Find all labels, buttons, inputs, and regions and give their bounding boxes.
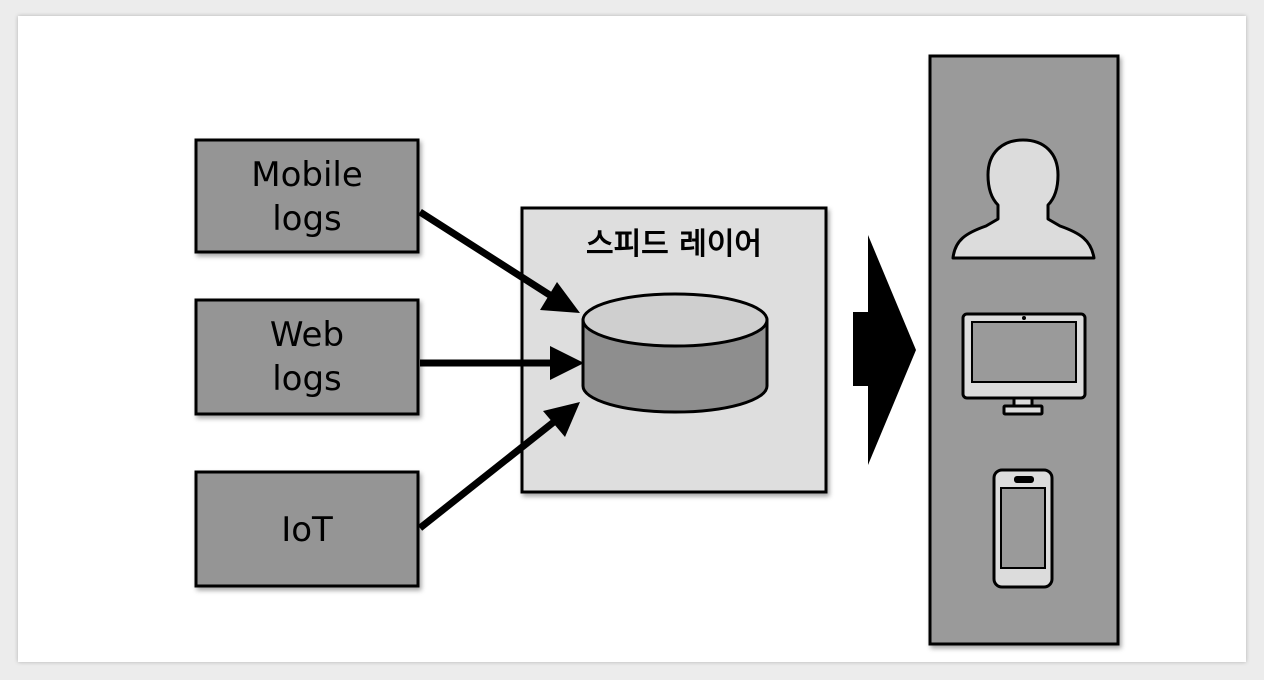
- source-web-logs-line-1: Web: [270, 315, 344, 355]
- source-mobile-logs: Mobile logs: [194, 138, 420, 254]
- arrow-mobile-to-database: [418, 209, 580, 313]
- source-mobile-logs-line-2: logs: [272, 199, 342, 239]
- speed-layer-title: 스피드 레이어: [586, 227, 762, 262]
- source-web-logs-line-2: logs: [272, 359, 342, 399]
- arrow-web-to-database: [420, 346, 584, 380]
- arrow-iot-to-database: [417, 402, 580, 531]
- source-mobile-logs-line-1: Mobile: [251, 155, 363, 195]
- person-icon: [951, 138, 1096, 260]
- monitor-icon: [961, 312, 1087, 416]
- database-icon: [581, 292, 769, 414]
- output-arrow: [853, 235, 916, 465]
- source-iot: IoT: [194, 470, 420, 588]
- source-web-logs: Web logs: [194, 298, 420, 416]
- smartphone-icon: [992, 468, 1054, 589]
- source-iot-label: IoT: [281, 510, 333, 550]
